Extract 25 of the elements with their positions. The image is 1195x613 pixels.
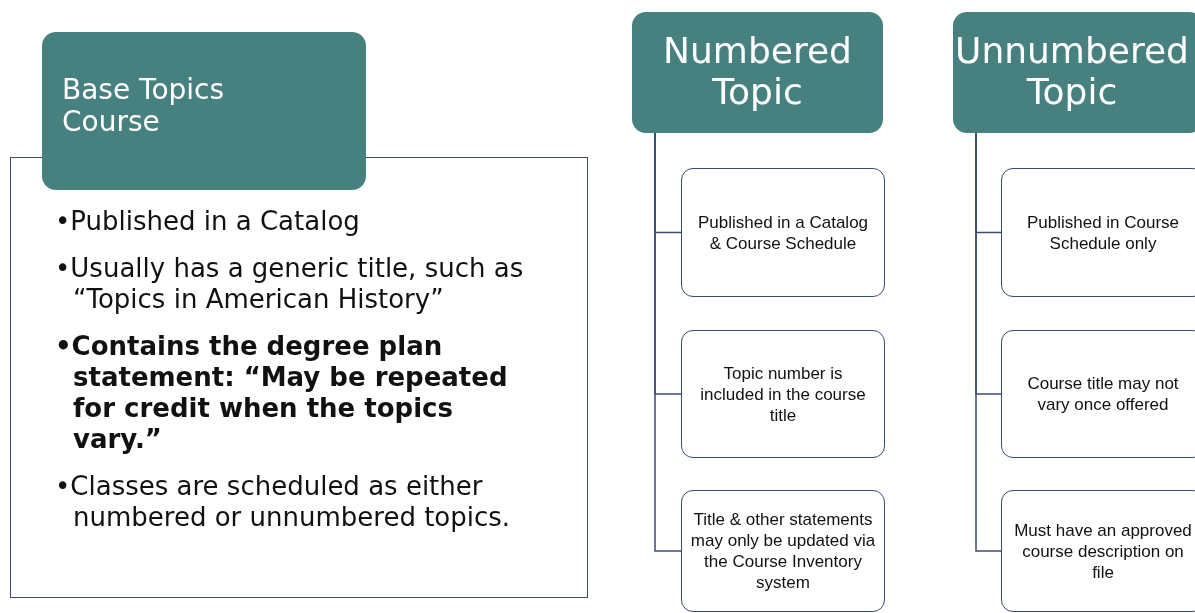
bullet-text: •Published in a Catalog	[55, 206, 361, 237]
process-box	[681, 330, 885, 458]
header-box	[953, 12, 1195, 133]
box-text: Title & other statements may only be updated via the Course Inventory system	[689, 509, 877, 593]
process-box	[1001, 168, 1195, 297]
header-text: Unnumbered Topic	[954, 30, 1190, 113]
process-box	[681, 490, 885, 612]
header-text: Base Topics Course	[62, 74, 226, 139]
header-box	[42, 32, 366, 190]
header-text: Numbered Topic	[662, 30, 853, 113]
box-text: Course title may not vary once offered	[1026, 373, 1180, 415]
header-box	[632, 12, 883, 133]
bullet-text: •Usually has a generic title, such as “Topics in American History”	[55, 253, 525, 315]
connector-line	[654, 132, 682, 552]
box-text: Published in Course Schedule only	[1025, 211, 1181, 254]
bullet-text: •Contains the degree plan statement: “May be repeated for credit when the topics vary.”	[55, 331, 509, 455]
content-panel	[10, 157, 588, 598]
process-box	[1001, 330, 1195, 458]
connector-line	[975, 132, 1002, 552]
bullet-text: •Classes are scheduled as either numbered or unnumbered topics.	[55, 471, 512, 533]
process-box	[1001, 490, 1195, 612]
box-text: Topic number is included in the course title	[699, 362, 867, 426]
box-text: Published in a Catalog & Course Schedule	[696, 211, 870, 254]
process-box	[681, 168, 885, 297]
box-text: Must have an approved course description on file	[1013, 519, 1193, 583]
